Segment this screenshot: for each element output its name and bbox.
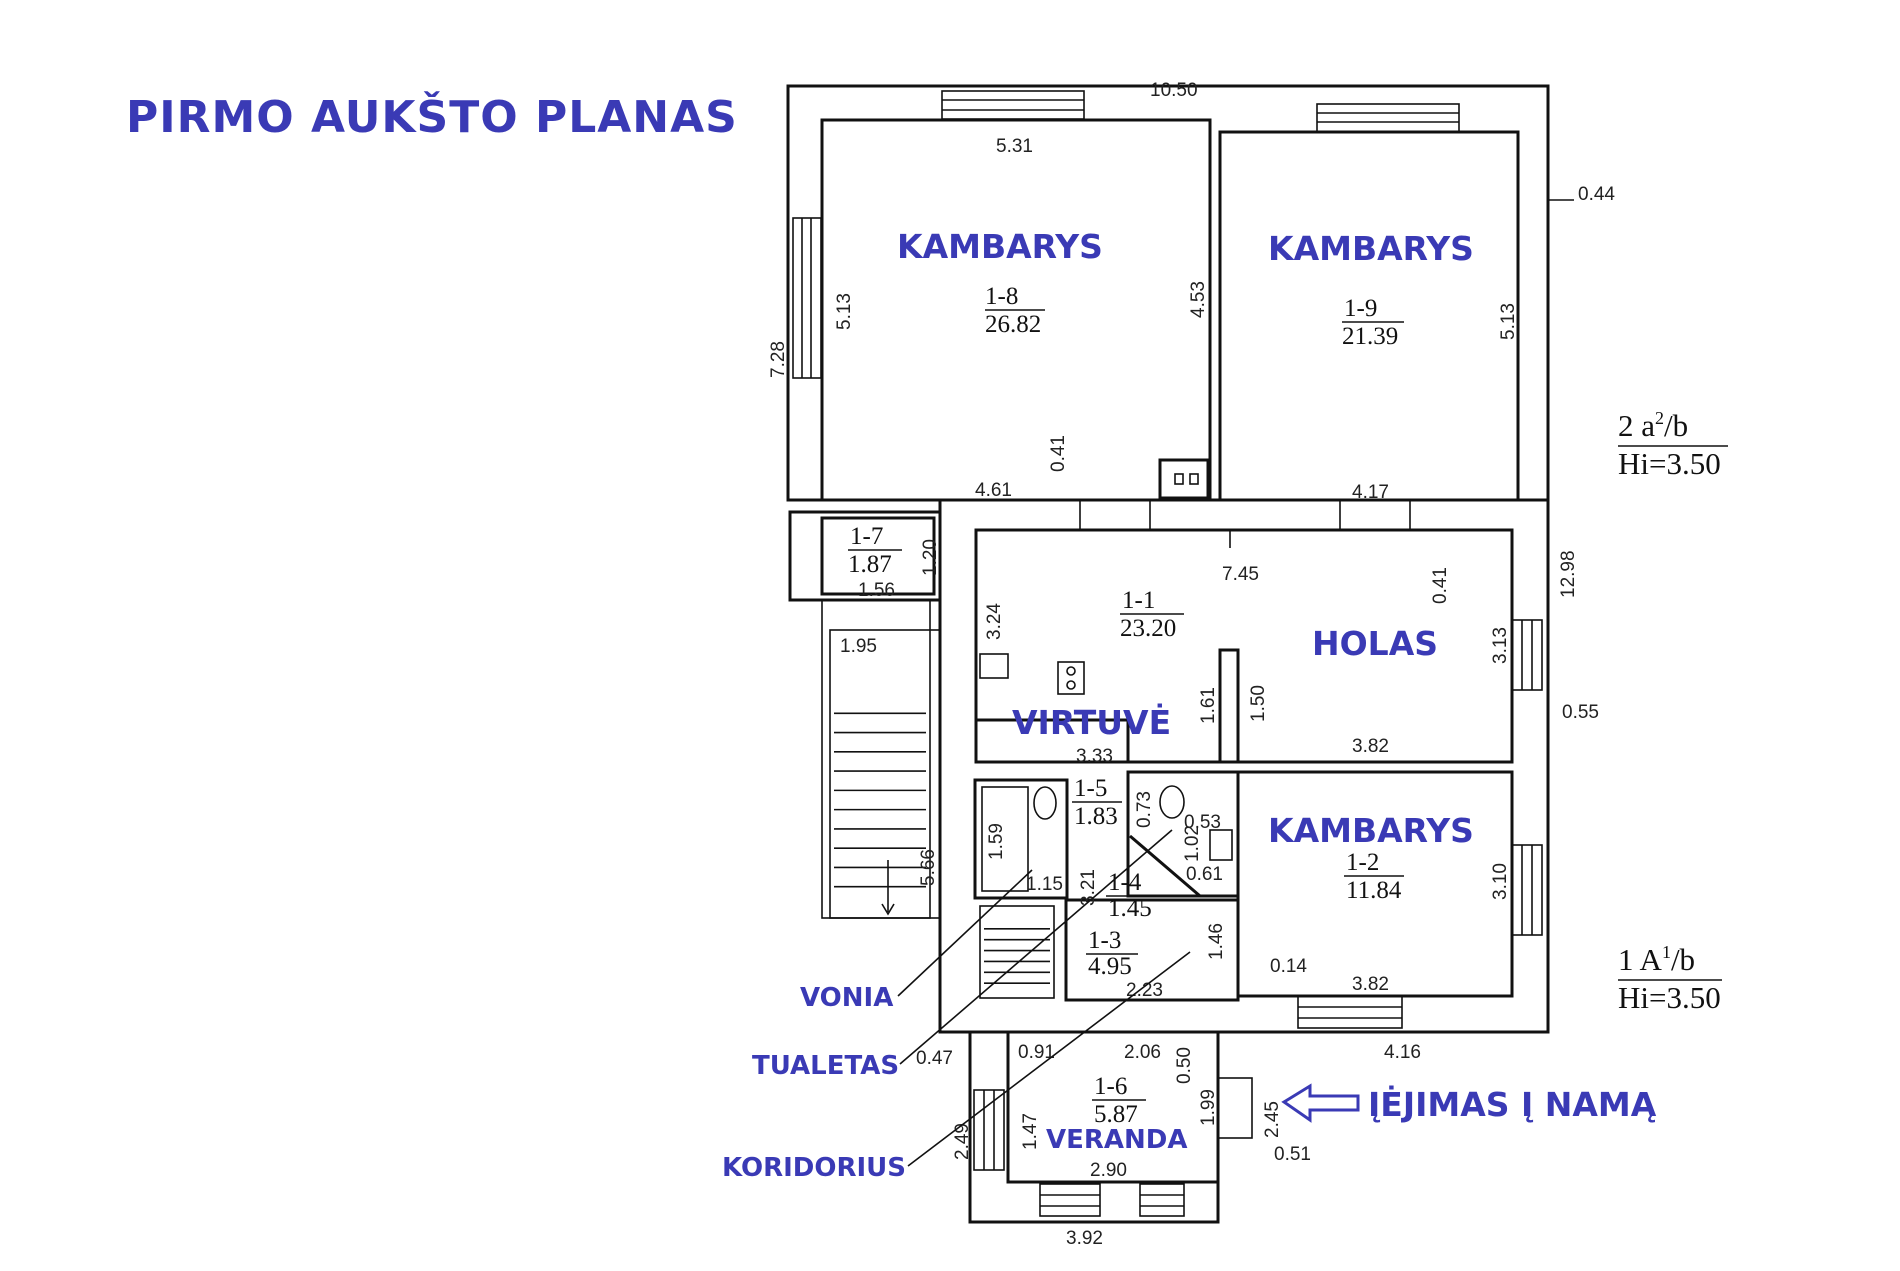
dim-label: 0.91 [1018,1042,1055,1063]
dim-label: 4.53 [1188,281,1209,318]
room-label: VERANDA [1046,1125,1188,1155]
dim-label: 10.50 [1150,80,1198,101]
room-label: KAMBARYS [1268,811,1474,850]
svg-text:1 A1/b: 1 A1/b [1618,942,1695,977]
callout-vonia: VONIA [800,983,893,1013]
room-area: 4.95 [1088,953,1132,980]
room-area: 1.87 [848,551,892,578]
room-area: 1.83 [1074,803,1118,830]
dim-label: 1.20 [920,539,941,576]
dim-label: 3.33 [1076,746,1113,767]
legend-lower-line1: 1 A [1618,942,1663,977]
callout-tualetas: TUALETAS [752,1051,899,1081]
room-id: 1-6 [1094,1073,1127,1100]
walls [786,84,1550,1224]
dim-label: 7.28 [768,341,789,378]
room-label: HOLAS [1312,624,1438,663]
dim-label: 1.95 [840,636,877,657]
dim-label: 0.41 [1048,435,1069,472]
room-area: 1.45 [1108,895,1152,922]
dim-label: 0.61 [1186,864,1223,885]
room-area: 21.39 [1342,323,1398,350]
dim-label: 1.56 [858,580,895,601]
room-label: VIRTUVĖ [1012,702,1171,742]
room-id: 1-9 [1344,295,1377,322]
dim-label: 3.21 [1078,869,1099,906]
dim-label: 0.44 [1578,184,1615,205]
dim-label: 5.66 [918,849,939,886]
room-label: KAMBARYS [1268,229,1474,268]
dim-label: 0.55 [1562,702,1599,723]
callout-entrance: ĮĖJIMAS Į NAMĄ [1368,1084,1657,1124]
legend: 2 a2/b Hi=3.50 1 A1/b Hi=3.50 [1618,408,1728,1015]
legend-upper-sup: 2 [1655,408,1664,428]
legend-upper-line1: 2 a [1618,408,1655,443]
dim-label: 3.82 [1352,736,1389,757]
dim-label: 3.92 [1066,1228,1103,1249]
room-area: 5.87 [1094,1101,1138,1128]
dim-label: 1.46 [1206,923,1227,960]
room-numbers: 1-8 26.82 1-9 21.39 1-7 1.87 1-1 23.20 1… [848,283,1404,1128]
dim-label: 0.14 [1270,956,1307,977]
room-id: 1-8 [985,283,1018,310]
dim-label: 1.99 [1198,1089,1219,1126]
dim-label: 3.10 [1490,863,1511,900]
dim-label: 0.47 [916,1048,953,1069]
dim-label: 0.51 [1274,1144,1311,1165]
dim-label: 1.59 [986,823,1007,860]
dim-label: 2.49 [952,1123,973,1160]
dim-label: 4.16 [1384,1042,1421,1063]
room-area: 11.84 [1346,877,1402,904]
dim-label: 2.23 [1126,980,1163,1001]
dim-label: 0.41 [1430,567,1451,604]
legend-upper-line2: Hi=3.50 [1618,446,1721,481]
callout-koridorius: KORIDORIUS [722,1153,906,1183]
dim-label: 3.13 [1490,627,1511,664]
room-id: 1-2 [1346,849,1379,876]
callouts: VONIA TUALETAS KORIDORIUS ĮĖJIMAS Į NAMĄ [722,829,1657,1183]
legend-lower-line2: Hi=3.50 [1618,980,1721,1015]
legend-lower-sup: 1 [1662,942,1671,962]
room-labels: KAMBARYS KAMBARYS HOLAS VIRTUVĖ KAMBARYS… [897,227,1474,1155]
dim-label: 4.61 [975,480,1012,501]
page-title: PIRMO AUKŠTO PLANAS [126,92,738,143]
legend-upper-tail: /b [1664,408,1688,443]
dim-label: 1.15 [1026,874,1063,895]
entrance-arrow-icon [1281,1083,1360,1123]
svg-text:2 a2/b: 2 a2/b [1618,408,1688,443]
dim-label: 2.90 [1090,1160,1127,1181]
dim-label: 0.53 [1184,812,1221,833]
room-id: 1-1 [1122,587,1155,614]
room-area: 26.82 [985,311,1041,338]
dim-label: 3.82 [1352,974,1389,995]
room-id: 1-3 [1088,927,1121,954]
dim-label: 2.45 [1262,1101,1283,1138]
dim-label: 1.61 [1198,687,1219,724]
dim-label: 5.31 [996,136,1033,157]
dim-label: 7.45 [1222,564,1259,585]
room-id: 1-5 [1074,775,1107,802]
dim-label: 2.06 [1124,1042,1161,1063]
room-id: 1-4 [1108,869,1142,896]
room-id: 1-7 [850,523,883,550]
room-label: KAMBARYS [897,227,1103,266]
dim-label: 0.50 [1174,1047,1195,1084]
room-area: 23.20 [1120,615,1176,642]
dim-label: 5.13 [1498,303,1519,340]
dim-label: 5.13 [834,293,855,330]
dim-label: 1.50 [1248,685,1269,722]
legend-lower-tail: /b [1671,942,1695,977]
dim-label: 3.24 [984,603,1005,640]
dim-label: 12.98 [1558,550,1579,598]
dim-label: 4.17 [1352,482,1389,503]
dim-label: 0.73 [1134,791,1155,828]
dim-label: 1.02 [1182,825,1203,862]
dim-label: 1.47 [1020,1113,1041,1150]
